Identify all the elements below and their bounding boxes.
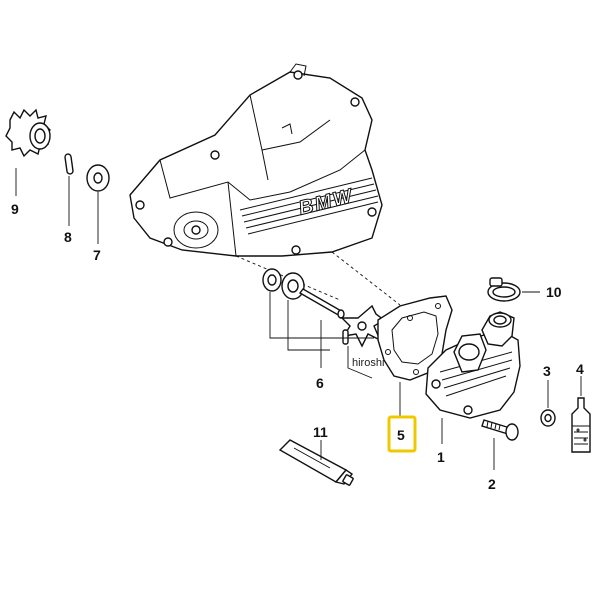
gear-part-9 — [5, 108, 51, 158]
part-label-1[interactable]: 1 — [437, 449, 445, 465]
washer-part-7 — [86, 164, 110, 192]
washer-part-3 — [540, 409, 556, 427]
bolt-part-2 — [481, 419, 519, 441]
sealant-tube-part-11 — [278, 439, 354, 486]
part-label-8[interactable]: 8 — [64, 229, 72, 245]
part-label-10[interactable]: 10 — [546, 284, 562, 300]
part-label-5[interactable]: 5 — [397, 427, 405, 443]
hose-clamp-part-10 — [487, 277, 521, 302]
part-label-9[interactable]: 9 — [11, 201, 19, 217]
leader-lines — [15, 168, 582, 470]
pump-cover-part-1 — [425, 311, 521, 419]
part-label-7[interactable]: 7 — [93, 247, 101, 263]
engine-cover: BMW — [129, 63, 383, 257]
part-label-11[interactable]: 11 — [313, 424, 328, 440]
part-label-6[interactable]: 6 — [316, 375, 324, 391]
bottle-part-4 — [571, 397, 591, 453]
part-label-4[interactable]: 4 — [576, 361, 584, 377]
pin-part-8 — [64, 153, 74, 175]
highlight-box — [387, 415, 417, 453]
part-label-3[interactable]: 3 — [543, 363, 551, 379]
watermark-text: hiroshi — [352, 357, 384, 369]
part-label-2[interactable]: 2 — [488, 476, 496, 492]
shaft-assembly-part-6 — [262, 268, 386, 348]
